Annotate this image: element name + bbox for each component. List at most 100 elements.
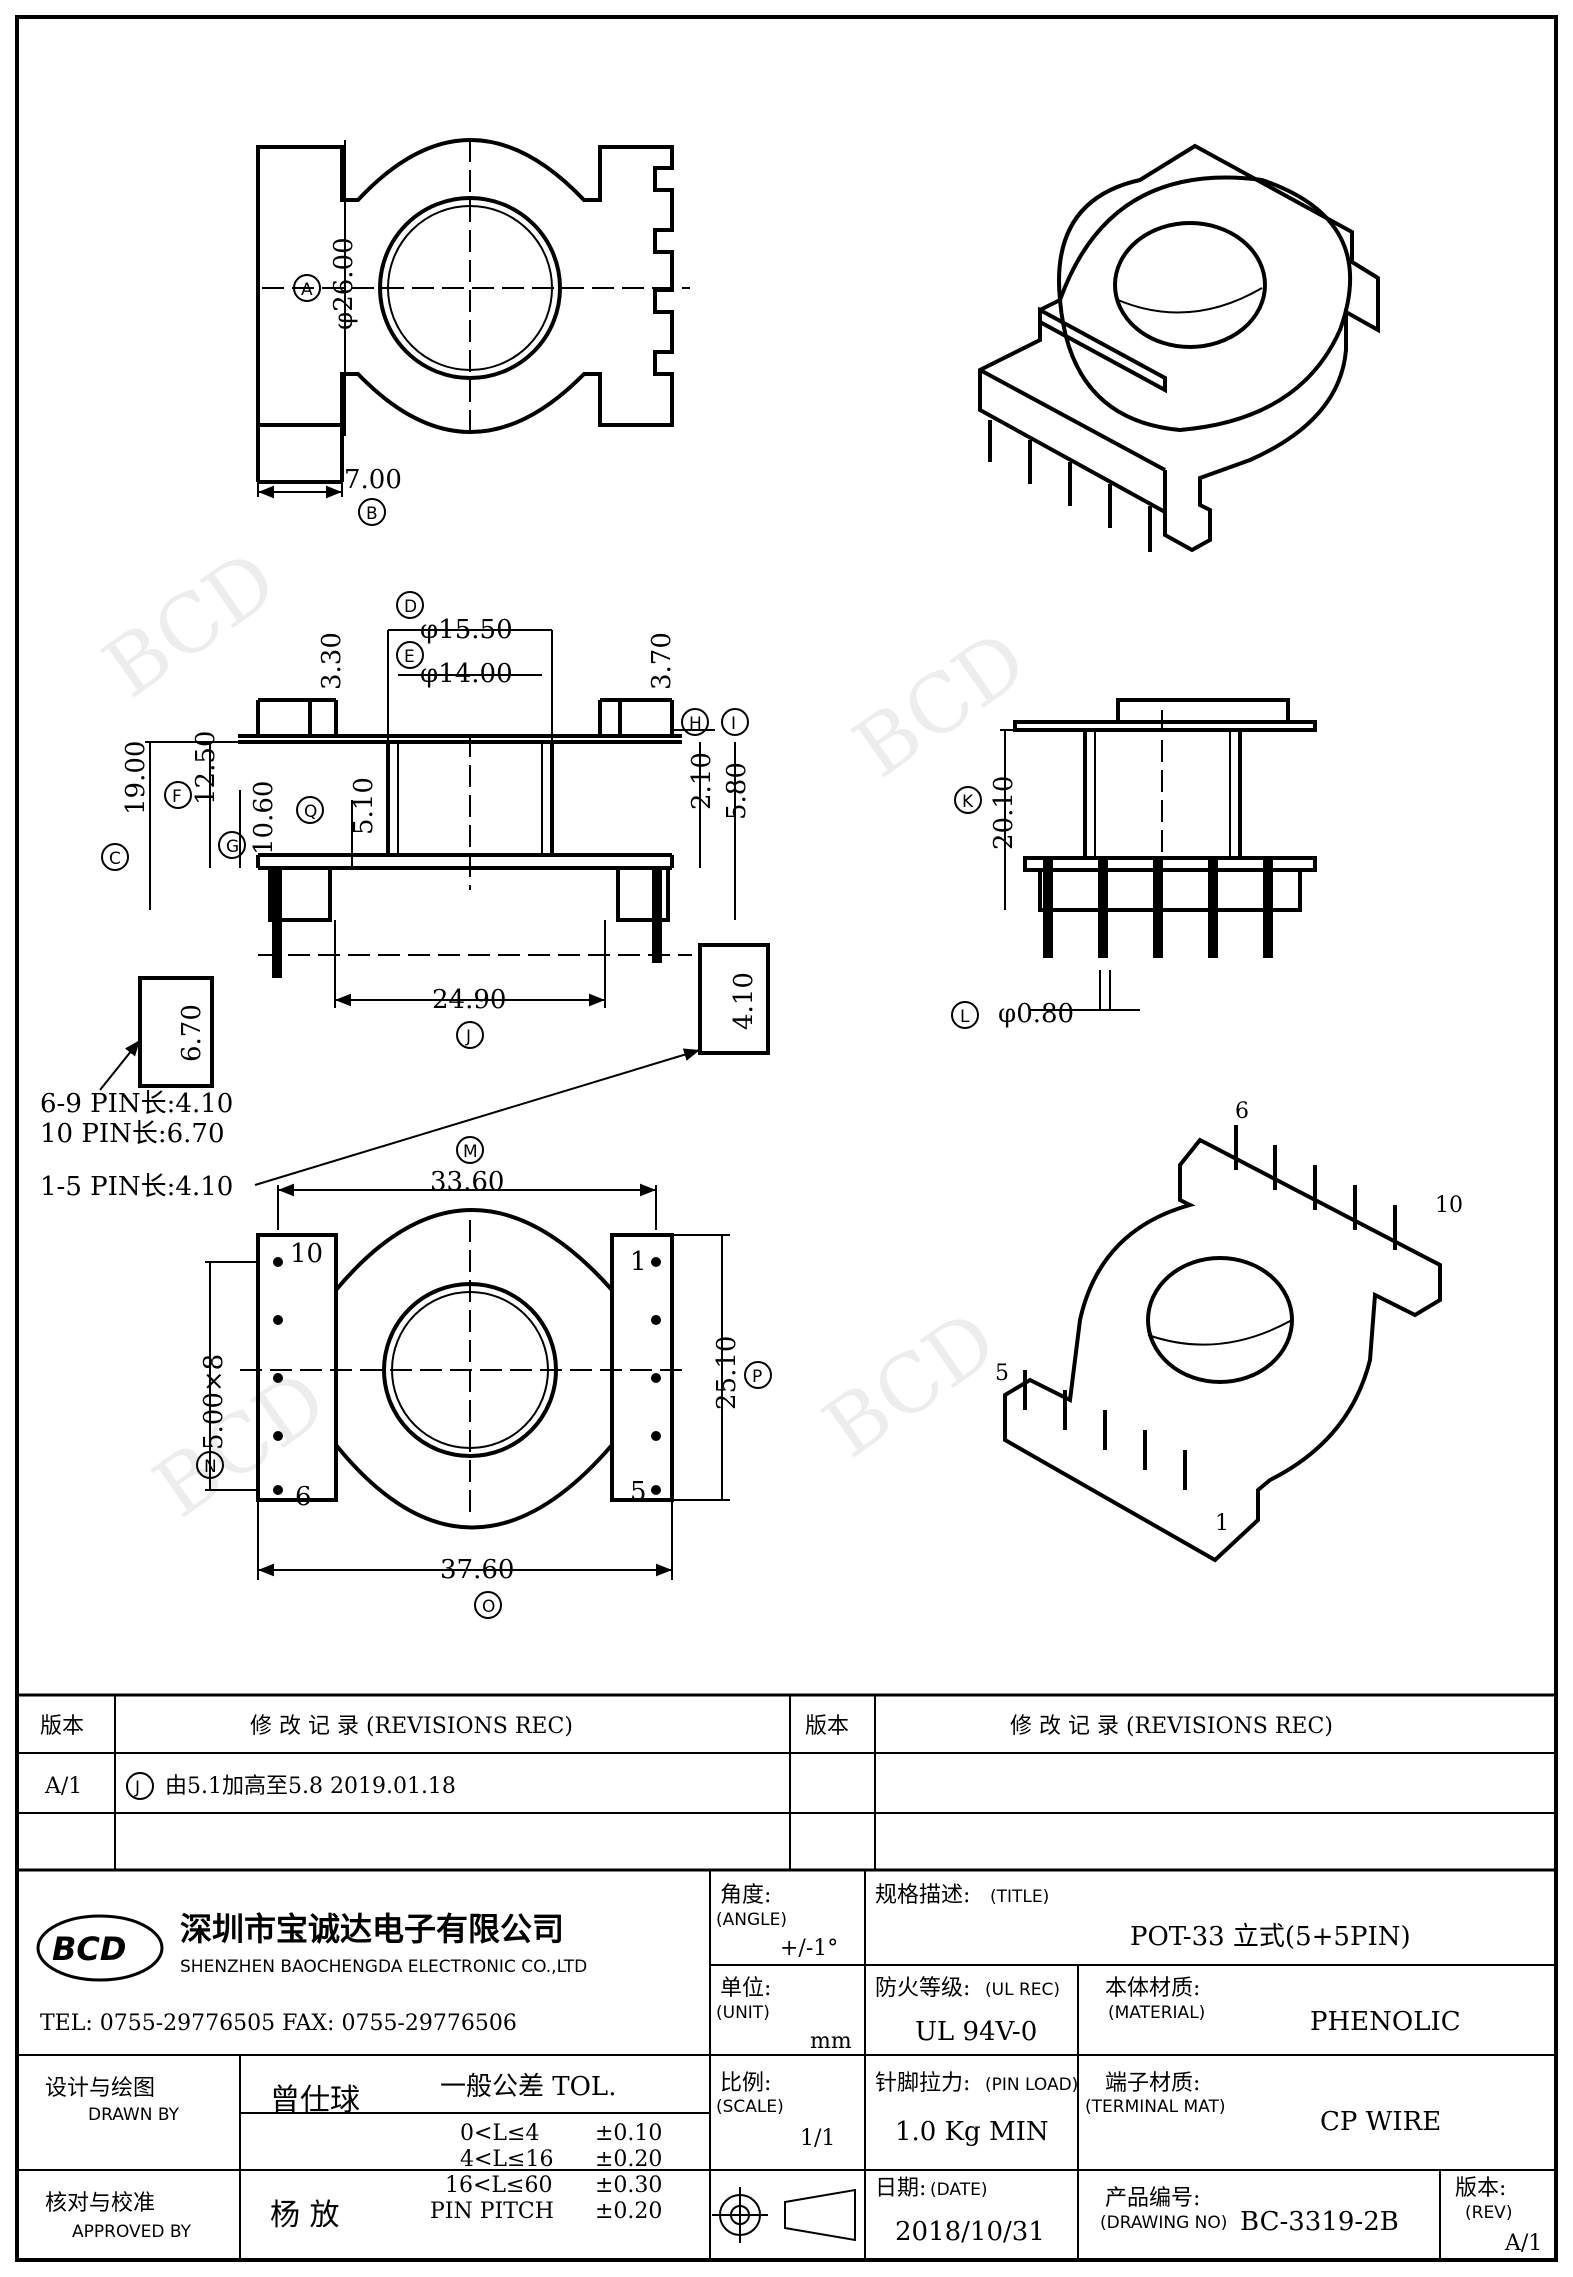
bottom-pin-1: 1 [630, 1247, 647, 1277]
dim-phi15-5: φ15.50 [420, 615, 513, 645]
marker-f: F [172, 787, 182, 807]
unit-label: 单位: [720, 1976, 771, 2001]
company-name-cn: 深圳市宝诚达电子有限公司 [180, 1910, 564, 1948]
scale-label: 比例: [720, 2071, 771, 2096]
angle-value: +/-1° [780, 1936, 838, 1961]
marker-l: L [960, 1007, 970, 1027]
side-view: φ15.50 D φ14.00 E 3.30 3.70 19.00 C 12.5… [99, 591, 770, 1186]
dim-33-6: 33.60 [430, 1167, 504, 1197]
tol-range-2: 16<L≤60 [445, 2173, 552, 2198]
date-value: 2018/10/31 [895, 2217, 1045, 2247]
scale-value: 1/1 [800, 2126, 835, 2151]
rev-label-en: (REV) [1465, 2203, 1512, 2223]
rev-row-version: A/1 [44, 1774, 82, 1799]
pin-load-value: 1.0 Kg MIN [895, 2117, 1049, 2147]
rev-row-marker: J [134, 1778, 140, 1798]
company-tel-fax: TEL: 0755-29776505 FAX: 0755-29776506 [40, 2011, 517, 2036]
terminal-value: CP WIRE [1320, 2107, 1441, 2137]
top-view-outline [256, 138, 674, 434]
iso-bore [1113, 221, 1267, 349]
projection-symbol [712, 2187, 856, 2243]
unit-label-en: (UNIT) [716, 2003, 770, 2023]
front-view-pins [1043, 858, 1273, 958]
title-value: POT-33 立式(5+5PIN) [1130, 1922, 1411, 1952]
iso-pin-6: 6 [1235, 1099, 1249, 1124]
drawn-value: 曾仕球 [270, 2083, 360, 2118]
iso-view-bottom: 6 10 5 1 [995, 1099, 1463, 1563]
drawn-label: 设计与绘图 [45, 2076, 155, 2101]
material-label: 本体材质: [1105, 1976, 1200, 2001]
drawn-label-en: DRAWN BY [88, 2105, 180, 2125]
material-value: PHENOLIC [1310, 2007, 1461, 2037]
dim-phi14: φ14.00 [420, 659, 513, 689]
title-block: BCD 深圳市宝诚达电子有限公司 SHENZHEN BAOCHENGDA ELE… [17, 1870, 1556, 2260]
dim-4-1: 4.10 [729, 972, 759, 1030]
marker-j: J [465, 1027, 471, 1047]
terminal-label: 端子材质: [1105, 2071, 1200, 2096]
marker-e: E [404, 647, 415, 667]
dim-5x8: 5.00×8 [199, 1354, 229, 1450]
top-view: φ26.00 A 7.00 B [256, 138, 690, 526]
marker-p: P [752, 1367, 762, 1387]
scale-label-en: (SCALE) [716, 2097, 784, 2117]
tol-label: 一般公差 TOL. [440, 2072, 616, 2102]
marker-q: Q [304, 802, 317, 822]
drawing-no-label: 产品编号: [1105, 2186, 1200, 2211]
ul-label-en: (UL REC) [985, 1980, 1060, 2000]
marker-o: O [482, 1597, 495, 1617]
marker-a: A [301, 280, 313, 300]
dim-3-3: 3.30 [317, 632, 347, 690]
dim-10-6: 10.60 [249, 781, 279, 855]
tol-range-3: PIN PITCH [430, 2199, 554, 2224]
material-label-en: (MATERIAL) [1108, 2003, 1205, 2023]
dim-5-8: 5.80 [722, 762, 752, 820]
revision-table: 版本 修 改 记 录 (REVISIONS REC) 版本 修 改 记 录 (R… [17, 1693, 1556, 1872]
dim-37-6: 37.60 [440, 1555, 514, 1585]
drawing-no-label-en: (DRAWING NO) [1100, 2213, 1227, 2233]
terminal-label-en: (TERMINAL MAT) [1085, 2097, 1225, 2117]
tol-range-0: 0<L≤4 [460, 2121, 539, 2146]
bottom-view: 10 1 6 5 33.60 M 5.00×8 N 25.10 P 37.60 … [196, 1136, 772, 1619]
marker-g: G [226, 837, 239, 857]
iso-bottom-pins-top [1234, 1125, 1397, 1250]
rev-version-header-left: 版本 [40, 1714, 84, 1739]
marker-i: I [731, 714, 736, 734]
dim-20-1: 20.10 [989, 776, 1019, 850]
dim-7: 7.00 [344, 465, 402, 495]
bottom-pin-dots [273, 1257, 661, 1495]
marker-k: K [962, 792, 974, 812]
tol-value-3: ±0.20 [595, 2199, 662, 2224]
pin-note-10: 10 PIN长:6.70 [40, 1119, 225, 1149]
marker-h: H [689, 714, 702, 734]
rev-label: 版本: [1455, 2176, 1506, 2201]
iso-bottom-pins-front [1023, 1370, 1187, 1490]
tol-value-0: ±0.10 [595, 2121, 662, 2146]
dim-6-7: 6.70 [177, 1004, 207, 1062]
approved-label-en: APPROVED BY [72, 2222, 192, 2242]
rev-version-header-right: 版本 [805, 1714, 849, 1739]
title-label-en: (TITLE) [990, 1887, 1049, 1907]
marker-n: N [204, 1457, 217, 1477]
dim-12-5: 12.50 [191, 731, 221, 805]
company-logo: BCD [36, 1914, 164, 1982]
iso-pin-1: 1 [1215, 1511, 1229, 1536]
dim-19: 19.00 [121, 741, 151, 815]
pin-length-notes: 6-9 PIN长:4.10 10 PIN长:6.70 1-5 PIN长:4.10 [40, 1089, 233, 1202]
date-label-en: (DATE) [930, 2180, 988, 2200]
pin-note-6-9: 6-9 PIN长:4.10 [40, 1089, 233, 1119]
watermark-logo: BCD [838, 613, 1043, 796]
bore-outer [378, 196, 562, 380]
rev-value: A/1 [1504, 2231, 1542, 2256]
angle-label: 角度: [720, 1883, 771, 1908]
ul-value: UL 94V-0 [915, 2017, 1037, 2047]
watermark: BCD BCD BCD BCD [88, 533, 1043, 1536]
marker-b: B [366, 504, 378, 524]
pin-load-label: 针脚拉力: [875, 2071, 970, 2096]
approved-value: 杨 放 [270, 2198, 340, 2233]
sheet-border [15, 15, 1558, 2262]
date-label: 日期: [875, 2176, 926, 2201]
dim-24-9: 24.90 [432, 985, 506, 1015]
marker-d: D [404, 597, 417, 617]
tol-range-1: 4<L≤16 [460, 2147, 553, 2172]
